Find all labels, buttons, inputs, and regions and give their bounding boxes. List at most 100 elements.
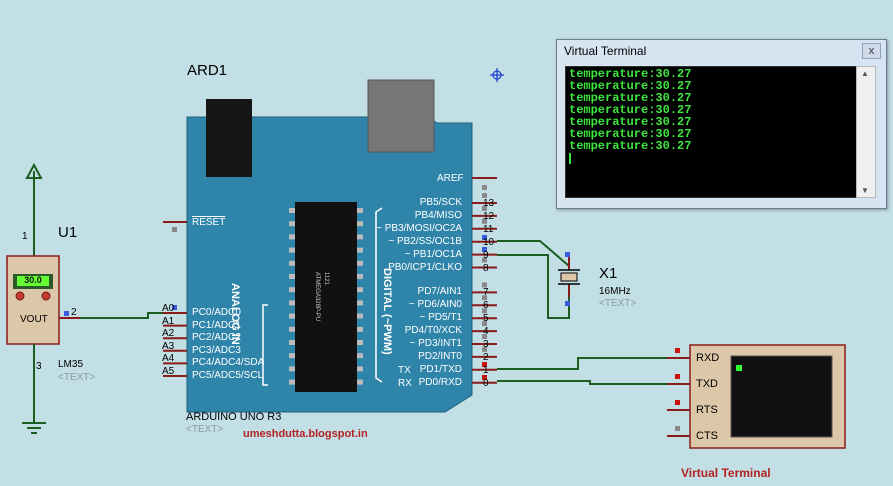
terminal-line: temperature:30.27 [569, 103, 692, 117]
digital-pin-marker [482, 321, 487, 327]
vterm-rxd-label: RXD [696, 352, 720, 364]
origin-crosshair-icon [490, 68, 504, 82]
reset-label: RESET [192, 217, 226, 228]
digital-pin-number: 1 [483, 364, 489, 376]
chip-pin-right [357, 366, 363, 372]
digital-pin-label: PD1/TXD [419, 363, 462, 375]
terminal-cursor [569, 153, 571, 164]
analog-bracket [262, 304, 268, 386]
rxd-marker [675, 348, 680, 353]
chip-pin-right [357, 379, 363, 385]
scroll-down-icon[interactable]: ▼ [861, 186, 869, 195]
digital-bracket [375, 207, 383, 383]
digital-pin-marker [482, 346, 487, 352]
terminal-line: temperature:30.27 [569, 127, 692, 141]
chip-pin-right [357, 274, 363, 279]
lm35-display [17, 276, 49, 286]
terminal-line: temperature:30.27 [569, 115, 692, 129]
vterm-caption: Virtual Terminal [681, 466, 771, 480]
digital-pin-marker [482, 282, 487, 288]
analog-pin-number: A0 [162, 303, 175, 314]
analog-pin-label: PC0/ADC0 [192, 307, 241, 318]
arduino-text-placeholder: <TEXT> [186, 424, 224, 435]
chip-pin-right [357, 326, 363, 332]
d1-marker [482, 362, 487, 367]
chip-pin-right [357, 234, 363, 240]
chip-pin-left [289, 221, 295, 227]
u1-ref-label: U1 [58, 224, 78, 241]
chip-pin-left [289, 326, 295, 332]
analog-pin-number: A2 [162, 328, 175, 340]
crystal-body [560, 272, 578, 282]
txd-marker [675, 374, 680, 379]
terminal-line: temperature:30.27 [569, 139, 692, 153]
digital-pin-lines [472, 193, 497, 384]
rx-label: RX [398, 378, 412, 389]
digital-pin-label: PB0/ICP1/CLKO [388, 261, 462, 273]
digital-pin-number: 0 [483, 377, 489, 389]
crystal-marker-top [565, 252, 570, 257]
lm35-body [6, 255, 60, 345]
power-jack [367, 79, 435, 153]
power-terminal-icon [25, 162, 43, 179]
chip-pin-left [289, 366, 295, 372]
x1-text-placeholder: <TEXT> [599, 298, 637, 309]
digital-pin-label: PD0/RXD [418, 376, 462, 388]
chip-pin-right [357, 247, 363, 253]
reset-pin-marker [172, 227, 177, 232]
x1-value-label: 16MHz [599, 286, 631, 297]
digital-pin-number: 6 [483, 300, 489, 312]
wire-d10-crystal [497, 240, 570, 267]
lm35-knob-right [41, 291, 51, 301]
wire-d9-crystal [497, 254, 570, 319]
rts-marker [675, 400, 680, 405]
digital-pin-number: 7 [483, 287, 489, 299]
analog-pin-label: PC5/ADC5/SCL [192, 370, 264, 381]
terminal-line: temperature:30.27 [569, 91, 692, 105]
chip-label: ATMEGA328P-PU [314, 272, 320, 322]
chip-pin-left [289, 300, 295, 306]
digital-pin-marker [482, 334, 487, 339]
d10-marker [482, 235, 487, 240]
digital-header: DIGITAL (~PWM) [381, 268, 393, 355]
chip-pins [289, 208, 363, 385]
a0-marker [172, 305, 177, 310]
vterm-rts-label: RTS [696, 404, 718, 416]
chip-pin-left [289, 247, 295, 253]
chip-number: 1121 [323, 272, 329, 285]
wire-d1-rxd [497, 357, 690, 370]
close-icon[interactable]: x [862, 43, 881, 59]
digital-pin-marker [482, 308, 487, 314]
terminal-line: temperature:30.27 [569, 67, 692, 81]
scrollbar[interactable]: ▲ ▼ [856, 66, 876, 198]
chip-pin-left [289, 274, 295, 279]
chip-pin-left [289, 234, 295, 240]
digital-pin-label: ~ PD5/T1 [419, 312, 462, 324]
digital-pin-number: 3 [483, 339, 489, 350]
digital-pin-number: 10 [483, 236, 495, 248]
digital-pin-marker [482, 205, 487, 211]
digital-pin-marker [482, 218, 487, 224]
d0-marker [482, 375, 487, 380]
digital-pin-number: 2 [483, 351, 489, 363]
digital-pin-label: PD7/AIN1 [417, 286, 462, 298]
watermark-text: umeshdutta.blogspot.in [243, 428, 368, 440]
analog-pin-number: A5 [162, 366, 175, 377]
digital-pin-label: ~ PD3/INT1 [409, 338, 462, 349]
u1-pin2-marker [64, 311, 69, 316]
analog-pin-label: PC3/ADC3 [192, 344, 241, 356]
digital-pin-label: PD4/T0/XCK [404, 325, 462, 337]
lm35-text-placeholder: <TEXT> [58, 372, 96, 383]
atmega-chip [295, 202, 357, 392]
digital-pin-marker [482, 193, 487, 198]
analog-pin-label: PC2/ADC2 [192, 332, 241, 344]
analog-pin-number: A3 [162, 340, 175, 352]
scroll-up-icon[interactable]: ▲ [861, 69, 869, 78]
crystal-marker-bottom [565, 301, 570, 306]
digital-pin-number: 12 [483, 210, 495, 222]
terminal-line: temperature:30.27 [569, 79, 692, 93]
lm35-vout-label: VOUT [20, 314, 48, 325]
